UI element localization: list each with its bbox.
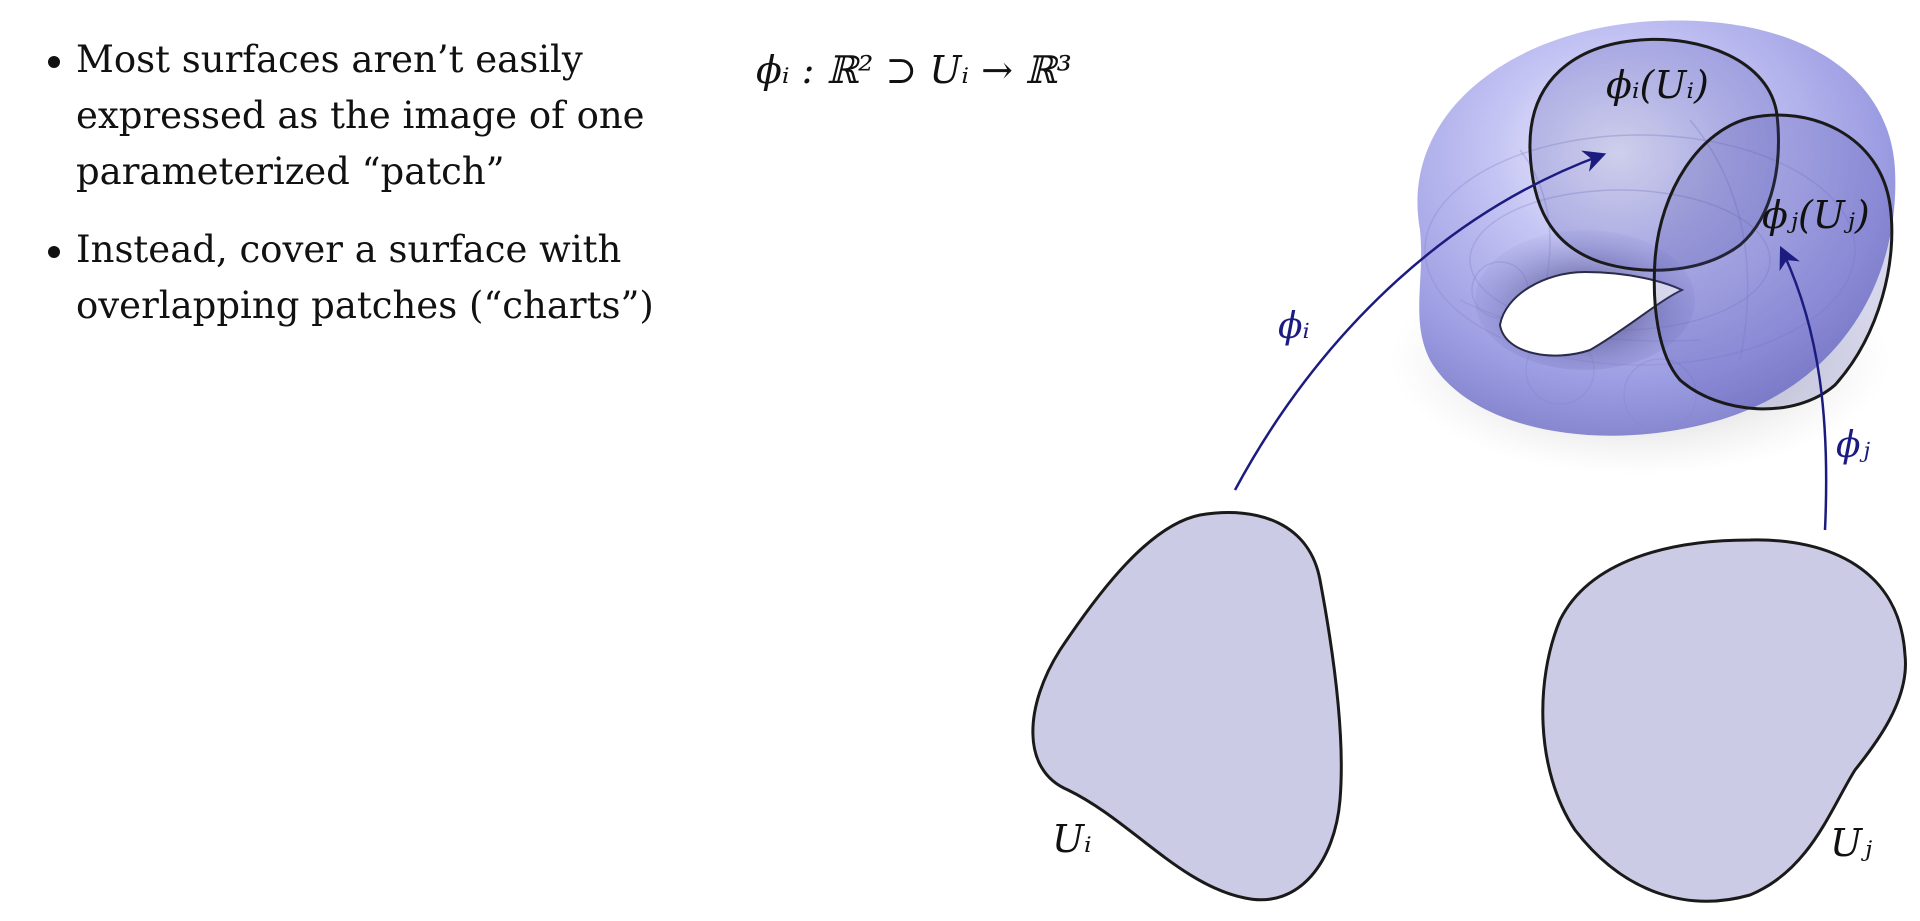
image-i-label: ϕᵢ(Uᵢ) bbox=[1606, 63, 1709, 107]
patch-image-j bbox=[1652, 113, 1894, 411]
domain-i-label: Uᵢ bbox=[1052, 817, 1092, 861]
bullet-text: Most surfaces aren’t easily expressed as… bbox=[76, 38, 645, 193]
torus-surface bbox=[1417, 20, 1896, 436]
bullet-text: Instead, cover a surface with overlappin… bbox=[76, 228, 654, 327]
domain-patch-i bbox=[1031, 511, 1343, 902]
torus-hole bbox=[1498, 270, 1685, 357]
domain-j-label: Uⱼ bbox=[1830, 821, 1872, 865]
domain-patch-j bbox=[1541, 538, 1907, 903]
map-arrow-j bbox=[1779, 245, 1828, 531]
map-i-label: ϕᵢ bbox=[1278, 306, 1310, 347]
chart-map-equation: ϕᵢ : ℝ² ⊃ Uᵢ → ℝ³ bbox=[756, 48, 1072, 92]
bullet-item: Instead, cover a surface with overlappin… bbox=[46, 222, 686, 334]
bullet-item: Most surfaces aren’t easily expressed as… bbox=[46, 32, 686, 200]
bullet-dot bbox=[48, 246, 60, 258]
map-arrow-i bbox=[1233, 150, 1607, 491]
bullet-list: Most surfaces aren’t easily expressed as… bbox=[46, 32, 686, 356]
map-j-label: ϕⱼ bbox=[1836, 425, 1871, 466]
bullet-dot bbox=[48, 56, 60, 68]
patch-image-i bbox=[1528, 37, 1780, 272]
image-j-label: ϕⱼ(Uⱼ) bbox=[1762, 193, 1870, 237]
